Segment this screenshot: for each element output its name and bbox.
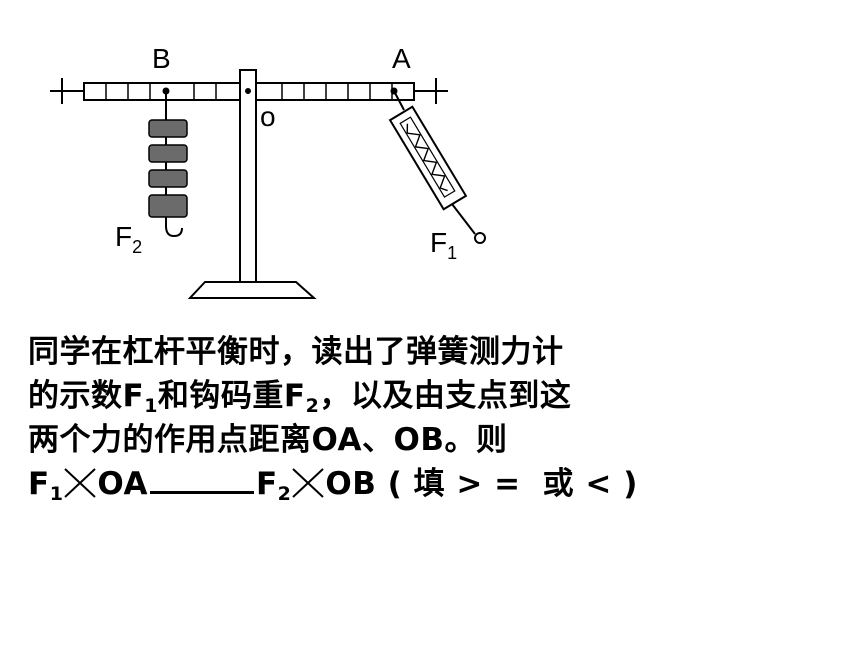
problem-line-3: 两个力的作用点距离OA、OB。则 [28, 422, 508, 458]
label-fulcrum-o: o [260, 101, 276, 132]
label-point-a: A [392, 43, 411, 74]
label-force-f2: F2 [115, 221, 142, 257]
text-segment: F [28, 466, 50, 502]
problem-line-2: 的示数F1和钩码重F2，以及由支点到这 [28, 374, 848, 418]
hook-weights [148, 87, 188, 238]
multiply-cross-icon [64, 468, 97, 498]
text-segment: OB ( 填 > = [325, 466, 521, 502]
problem-line-1: 同学在杠杆平衡时，读出了弹簧测力计 [28, 334, 564, 370]
text-segment: 的示数F [28, 378, 145, 414]
subscript: 1 [49, 483, 64, 505]
problem-text: 同学在杠杆平衡时，读出了弹簧测力计 的示数F1和钩码重F2，以及由支点到这 两个… [28, 330, 848, 506]
text-segment: OA [97, 466, 148, 502]
multiply-cross-icon [292, 468, 325, 498]
support-stand [187, 69, 317, 299]
answer-blank[interactable] [149, 465, 254, 494]
text-segment: 或 < ) [542, 466, 638, 502]
subscript: 1 [144, 395, 158, 417]
label-point-b: B [152, 43, 171, 74]
text-segment: F [255, 466, 278, 502]
label-force-f1: F1 [430, 227, 457, 263]
text-segment: 和钩码重F [157, 378, 306, 414]
subscript: 2 [277, 483, 292, 505]
spring-scale [388, 87, 486, 244]
lever-diagram: B A o F2 F1 [50, 43, 486, 299]
subscript: 2 [305, 395, 320, 417]
text-segment: ，以及由支点到这 [319, 378, 572, 414]
